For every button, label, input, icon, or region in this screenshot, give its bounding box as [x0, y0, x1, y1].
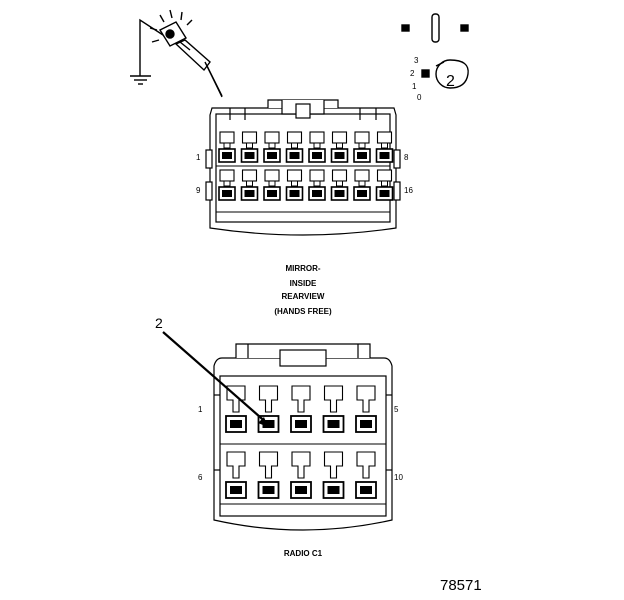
- radio-pin-cavity: [257, 451, 280, 499]
- callout-arrowhead: [258, 417, 268, 427]
- mirror-pin-cavity: [285, 131, 304, 163]
- mirror-pin-cavity: [240, 131, 259, 163]
- mirror-pin-label-1: 1: [196, 153, 201, 162]
- mirror-pin-cavity: [218, 131, 236, 163]
- ignition-key-switch-icon: [401, 13, 469, 89]
- figure-number: 78571: [440, 577, 482, 594]
- mirror-pin-cavity: [308, 169, 326, 201]
- radio-pin-cavity: [225, 451, 247, 499]
- mirror-pin-cavity: [308, 131, 326, 163]
- mirror-pin-cavity: [330, 131, 349, 163]
- mirror-pin-cavity: [263, 169, 281, 201]
- mirror-pin-cavity: [330, 169, 349, 201]
- radio-pin-label-10: 10: [394, 473, 403, 482]
- mirror-pin-cavity: [263, 131, 281, 163]
- switch-position-label: 2: [446, 73, 455, 90]
- radio-title: RADIO C1: [284, 549, 323, 558]
- switch-position-3: 3: [414, 56, 419, 65]
- callout-leader-line: [162, 331, 269, 425]
- mirror-pin-cavity: [353, 131, 371, 163]
- switch-position-1: 1: [412, 82, 417, 91]
- radio-pin-label-6: 6: [198, 473, 203, 482]
- connector-radio-pins: [220, 385, 386, 505]
- connector-mirror-pins: [216, 131, 394, 213]
- connector-mirror-body: [205, 99, 401, 236]
- mirror-title-line-1: MIRROR-: [285, 264, 320, 273]
- radio-pin-cavity: [225, 385, 247, 433]
- mirror-pin-label-9: 9: [196, 186, 201, 195]
- mirror-pin-cavity: [375, 131, 394, 163]
- radio-pin-cavity: [355, 385, 377, 433]
- connector-radio-body: [213, 343, 393, 531]
- radio-pin-cavity: [290, 451, 312, 499]
- mirror-title-line-4: (HANDS FREE): [274, 307, 332, 316]
- switch-position-0: 0: [417, 93, 422, 102]
- radio-pin-cavity: [355, 451, 377, 499]
- radio-pin-cavity: [290, 385, 312, 433]
- switch-position-2: 2: [410, 69, 415, 78]
- mirror-pin-cavity: [240, 169, 259, 201]
- radio-pin-cavity: [322, 385, 345, 433]
- radio-pin-label-1: 1: [198, 405, 203, 414]
- mirror-pin-cavity: [218, 169, 236, 201]
- radio-pin-cavity: [322, 451, 345, 499]
- test-light-probe-icon: [130, 9, 223, 98]
- radio-pin-label-5: 5: [394, 405, 399, 414]
- mirror-pin-label-8: 8: [404, 153, 409, 162]
- mirror-title-line-3: REARVIEW: [282, 292, 325, 301]
- callout-number: 2: [155, 315, 163, 331]
- mirror-pin-cavity: [375, 169, 394, 201]
- mirror-pin-cavity: [285, 169, 304, 201]
- mirror-pin-label-16: 16: [404, 186, 413, 195]
- mirror-pin-cavity: [353, 169, 371, 201]
- mirror-title-line-2: INSIDE: [290, 279, 317, 288]
